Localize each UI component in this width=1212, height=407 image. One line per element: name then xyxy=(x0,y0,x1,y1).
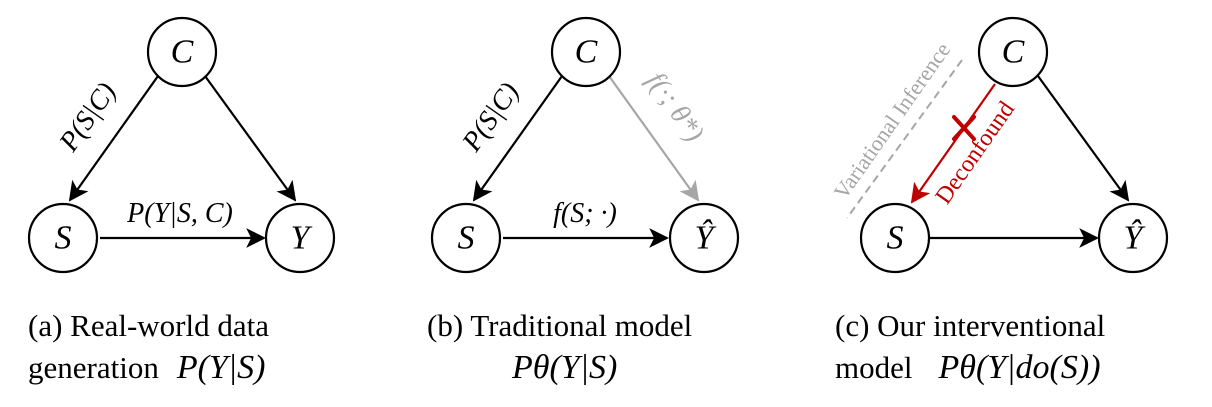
edge-c-c-to-s-red xyxy=(910,83,996,204)
edge-b-cs-label: P(S|C) xyxy=(456,77,526,158)
caption-a-line2-math: P(Y|S) xyxy=(176,349,266,386)
caption-c-line2-text: model xyxy=(835,350,913,385)
node-b-c-label: C xyxy=(575,34,598,71)
caption-a-line2-text: generation xyxy=(28,350,159,385)
edge-b-c-to-y xyxy=(608,75,700,202)
node-a-s: S xyxy=(27,202,99,274)
edge-c-c-to-y xyxy=(1037,75,1130,202)
node-b-y-label: Ŷ xyxy=(695,220,717,257)
node-b-y: Ŷ xyxy=(668,202,740,274)
node-a-c-label: C xyxy=(171,34,194,71)
node-c-y: Ŷ xyxy=(1097,202,1169,274)
caption-b-line2-math: Pθ(Y|S) xyxy=(511,349,617,386)
edge-a-cs-label: P(S|C) xyxy=(53,77,123,158)
caption-c-line2: model Pθ(Y|do(S)) xyxy=(835,349,1101,386)
edge-b-c-to-s xyxy=(472,75,563,202)
node-a-y: Y xyxy=(264,202,336,274)
panel-c: C S Ŷ Variational Inference Deconfound (… xyxy=(829,16,1169,386)
edge-a-sy-label: P(Y|S, C) xyxy=(126,198,233,229)
node-c-c-label: C xyxy=(1002,34,1025,71)
node-a-y-label: Y xyxy=(291,220,313,257)
node-c-c: C xyxy=(977,16,1049,88)
caption-a-line1: (a) Real-world data xyxy=(28,308,269,343)
panel-a: C S Y P(S|C) P(Y|S, C) (a) Real-world da… xyxy=(27,16,336,386)
edge-b-sy-label: f(S; ·) xyxy=(553,198,617,229)
node-b-s: S xyxy=(430,202,502,274)
node-b-c: C xyxy=(550,16,622,88)
node-b-s-label: S xyxy=(458,220,475,257)
caption-a-line2: generation P(Y|S) xyxy=(28,349,266,386)
node-c-y-label: Ŷ xyxy=(1124,220,1146,257)
edge-a-c-to-y xyxy=(204,75,297,202)
caption-b-line1: (b) Traditional model xyxy=(427,308,692,343)
panel-b: C S Ŷ P(S|C) f(·; θ*) f(S; ·) (b) Tradit… xyxy=(427,16,740,386)
node-c-s-label: S xyxy=(887,220,904,257)
caption-c-line1: (c) Our interventional xyxy=(835,308,1105,343)
node-a-s-label: S xyxy=(55,220,72,257)
variational-inference-label: Variational Inference xyxy=(829,38,956,204)
deconfound-cross-icon xyxy=(952,115,976,141)
node-c-s: S xyxy=(859,202,931,274)
variational-inference-dashed-line xyxy=(846,59,963,219)
caption-c-line2-math: Pθ(Y|do(S)) xyxy=(938,349,1101,386)
node-a-c: C xyxy=(146,16,218,88)
edge-a-c-to-s xyxy=(68,75,159,202)
